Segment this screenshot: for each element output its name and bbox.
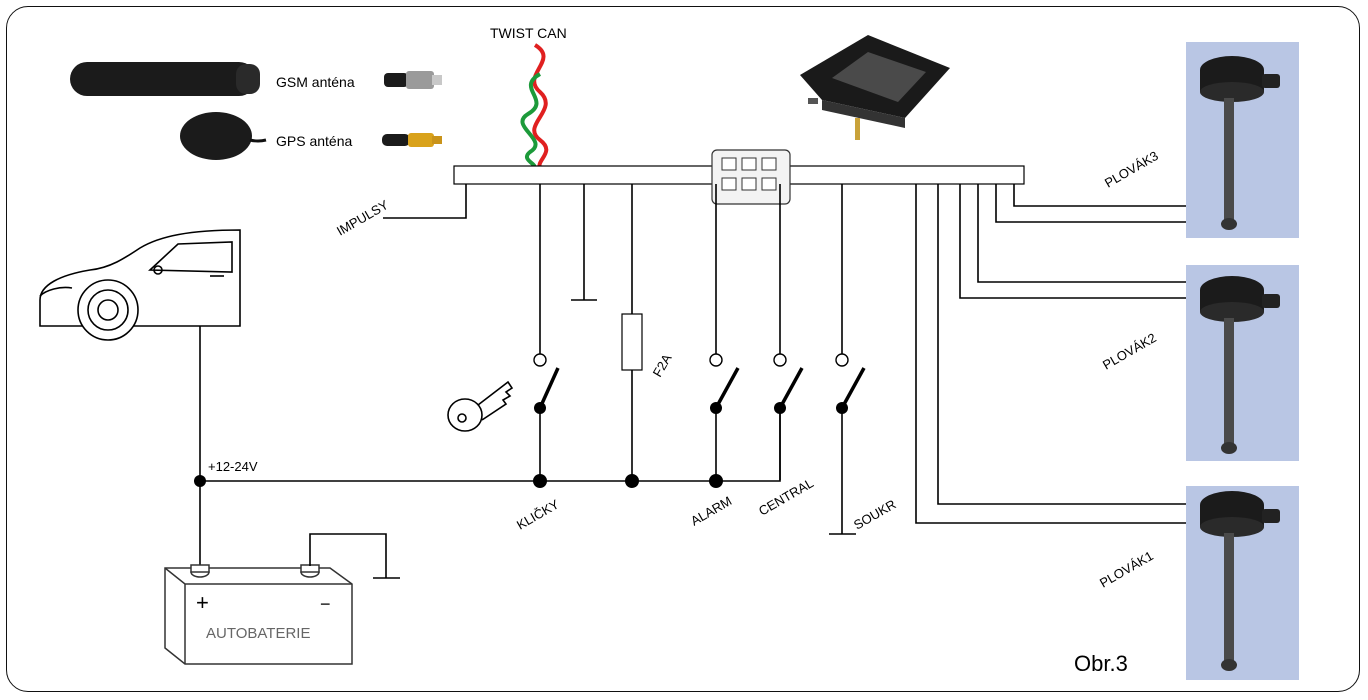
alarm-label: ALARM bbox=[688, 493, 734, 528]
battery-icon bbox=[164, 564, 353, 665]
key-icon bbox=[447, 380, 514, 432]
battery-minus-sign: − bbox=[320, 594, 331, 614]
can-twisted-wires bbox=[520, 43, 549, 170]
float-sensor-2 bbox=[1186, 265, 1299, 461]
twist-can-label: TWIST CAN bbox=[490, 25, 567, 41]
battery-label: AUTOBATERIE bbox=[206, 625, 310, 642]
impulsy-label: IMPULSY bbox=[334, 197, 391, 239]
figure-label: Obr.3 bbox=[1074, 651, 1128, 676]
gsm-antenna-icon bbox=[70, 62, 442, 96]
sensor-wires bbox=[915, 184, 1186, 524]
klicky-label: KLIČKY bbox=[514, 496, 562, 532]
plovak1-label: PLOVÁK1 bbox=[1097, 548, 1156, 591]
soukr-label: SOUKR bbox=[851, 496, 899, 532]
float-sensor-1 bbox=[1186, 486, 1299, 680]
impulsy-wire bbox=[383, 184, 467, 219]
voltage-label: +12-24V bbox=[208, 459, 258, 474]
gps-antenna-label: GPS anténa bbox=[276, 133, 352, 149]
diagram-frame bbox=[6, 6, 1360, 692]
gsm-antenna-label: GSM anténa bbox=[276, 74, 355, 90]
fuse-f2a bbox=[621, 313, 643, 371]
plovak2-label: PLOVÁK2 bbox=[1100, 330, 1159, 373]
car-icon bbox=[39, 229, 241, 341]
tracking-unit-icon bbox=[800, 35, 950, 140]
gps-antenna-icon bbox=[180, 112, 442, 160]
connector-icon bbox=[711, 149, 791, 205]
ground-stub bbox=[571, 184, 597, 301]
plovak3-label: PLOVÁK3 bbox=[1102, 148, 1161, 191]
supply-line bbox=[200, 410, 781, 482]
float-sensor-3 bbox=[1186, 42, 1299, 238]
battery-plus-sign: + bbox=[196, 590, 209, 615]
fuse-label: F2A bbox=[650, 351, 675, 379]
battery-ground bbox=[309, 533, 400, 579]
